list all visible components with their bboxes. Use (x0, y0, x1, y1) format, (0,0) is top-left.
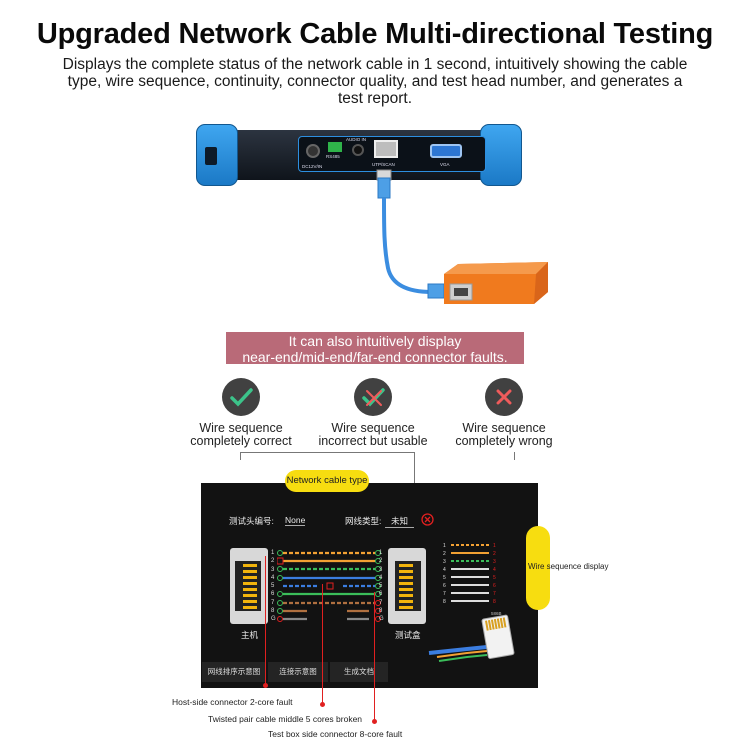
svg-text:6: 6 (493, 583, 496, 589)
rj45-plug-diagram-icon (428, 614, 515, 662)
svg-text:4: 4 (443, 567, 446, 573)
cable-type-value: 未知 (385, 515, 415, 528)
banner-line-2: near-end/mid-end/far-end connector fault… (242, 349, 508, 365)
svg-text:1: 1 (493, 543, 496, 549)
status-connector-down (414, 452, 415, 512)
host-fault-annotation: Host-side connector 2-core fault (172, 697, 293, 707)
svg-text:6: 6 (443, 583, 446, 589)
device-left-bumper (196, 124, 238, 186)
host-fault-line (265, 556, 266, 686)
cross-icon (485, 378, 523, 416)
page-subtitle: Displays the complete status of the netw… (62, 56, 688, 107)
status-wrong-line1: Wire sequence (462, 421, 546, 435)
banner-line-1: It can also intuitively display (288, 333, 462, 349)
audio-port (352, 144, 364, 156)
vga-port-label: VGA (440, 162, 450, 167)
check-cross-icon (354, 378, 392, 416)
svg-text:3: 3 (493, 559, 496, 565)
svg-text:8: 8 (493, 599, 496, 605)
tab-generate-report[interactable]: 生成文档 (330, 662, 388, 682)
status-correct-line2: completely correct (190, 434, 292, 448)
tab-connection-diagram[interactable]: 连接示意图 (268, 662, 328, 682)
svg-text:7: 7 (493, 591, 496, 597)
status-usable: Wire sequence incorrect but usable (303, 378, 443, 448)
diagram-standard-label: 586B (491, 611, 502, 616)
status-usable-line1: Wire sequence (331, 421, 415, 435)
device-right-bumper (480, 124, 522, 186)
utp-port-label: UTP/SCAN (372, 162, 395, 167)
svg-text:1: 1 (443, 543, 446, 549)
cable-type-callout: Network cable type (285, 470, 369, 492)
dc-port-label: DC12V/IN (302, 164, 323, 169)
wire-sequence-bar (526, 526, 550, 610)
wire-sequence-callout: Wire sequence display (528, 562, 609, 571)
test-head-label: 测试头编号: (229, 516, 274, 526)
svg-text:5: 5 (493, 575, 496, 581)
tester-screen: 测试头编号: None 网线类型: 未知 主机 测试盒 1 2 3 4 5 6 (201, 483, 538, 688)
page-title: Upgraded Network Cable Multi-directional… (36, 18, 714, 50)
svg-text:8: 8 (443, 599, 446, 605)
status-wrong-line2: completely wrong (455, 434, 553, 448)
connector-fault-banner: It can also intuitively display near-end… (226, 332, 524, 365)
vga-port (430, 144, 462, 158)
status-connector-horizontal (240, 452, 414, 453)
tester-label: 测试盒 (395, 630, 421, 640)
svg-text:4: 4 (493, 567, 496, 573)
svg-text:2: 2 (493, 551, 496, 557)
middle-fault-line (322, 584, 323, 705)
cable-type-label: 网线类型: (345, 516, 382, 526)
status-usable-line2: incorrect but usable (318, 434, 428, 448)
status-correct-line1: Wire sequence (199, 421, 283, 435)
dc-port (306, 144, 320, 158)
host-fault-dot (263, 683, 268, 688)
svg-text:7: 7 (443, 591, 446, 597)
status-correct: Wire sequence completely correct (171, 378, 311, 448)
network-cable (376, 169, 445, 299)
audio-port-label: AUDIO IN (346, 137, 367, 142)
svg-text:5: 5 (443, 575, 446, 581)
tab-wire-order-diagram[interactable]: 网线排序示意图 (202, 662, 266, 682)
middle-fault-dot (320, 702, 325, 707)
wire-sequence-list: 1 2 3 4 5 6 7 8 1 2 3 4 5 6 7 8 (443, 543, 496, 605)
utp-port (374, 140, 398, 158)
tester-rj45-jack-icon (388, 548, 426, 624)
wire-map-diagram (277, 550, 381, 622)
tester-device: DC12V/IN RS485 AUDIO IN UTP/SCAN VGA (196, 124, 522, 186)
remote-tester-box (444, 262, 548, 304)
cable-type-error-icon (421, 513, 434, 526)
svg-text:3: 3 (443, 559, 446, 565)
box-fault-line (374, 592, 375, 722)
rs485-port (328, 142, 342, 152)
svg-text:2: 2 (443, 551, 446, 557)
middle-fault-annotation: Twisted pair cable middle 5 cores broken (208, 714, 363, 724)
checkmark-icon (222, 378, 260, 416)
box-fault-annotation: Test box side connector 8-core fault (268, 729, 403, 739)
status-wrong: Wire sequence completely wrong (434, 378, 574, 448)
status-connector-right (514, 452, 515, 460)
status-connector-left (240, 452, 241, 460)
host-label: 主机 (241, 630, 259, 640)
box-fault-dot (372, 719, 377, 724)
host-rj45-jack-icon (230, 548, 268, 624)
test-head-value: None (285, 515, 306, 526)
rs485-port-label: RS485 (326, 154, 340, 159)
